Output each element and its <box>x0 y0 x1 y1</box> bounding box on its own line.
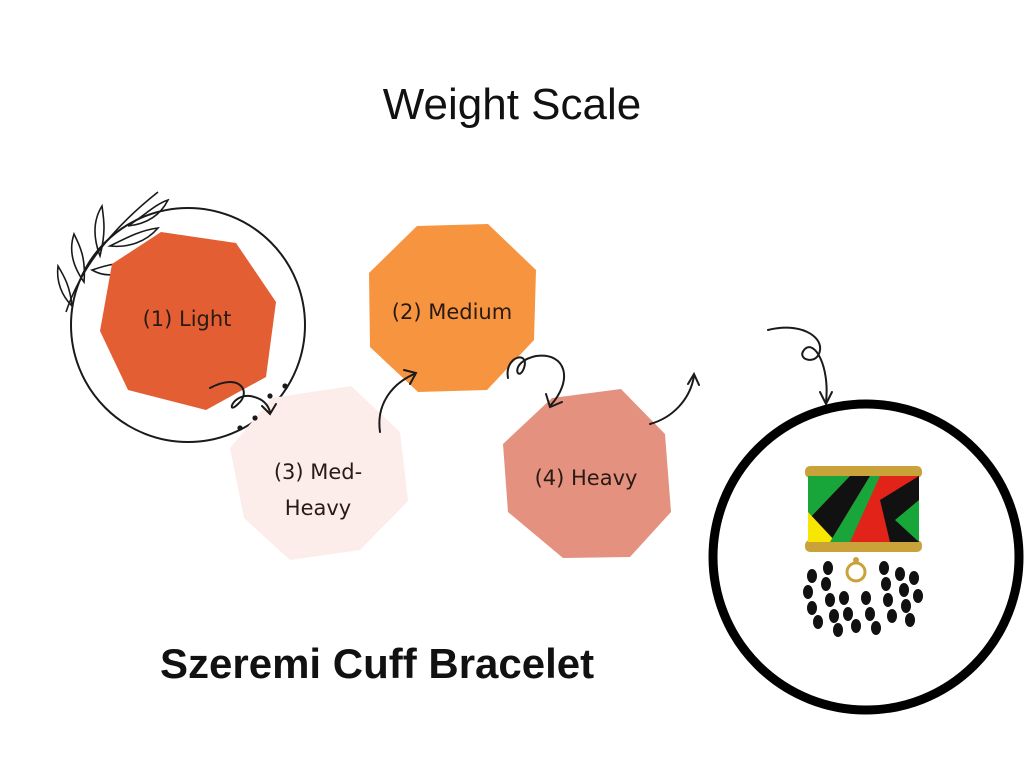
arrowhead-3-icon <box>545 393 563 409</box>
arrow-to-bracelet <box>767 326 828 403</box>
level-2-medium-shape <box>369 224 536 392</box>
arrowhead-4-icon <box>687 371 700 386</box>
product-name: Szeremi Cuff Bracelet <box>160 640 595 687</box>
bracelet-image <box>708 399 1024 715</box>
level-4-label: (4) Heavy <box>535 466 638 490</box>
arrow-medheavy-to-medium <box>378 373 415 433</box>
level-1-light-shape <box>100 232 276 410</box>
level-3-label-line-2: Heavy <box>285 496 351 520</box>
page-title: Weight Scale <box>382 80 642 129</box>
arrowhead-2-icon <box>403 369 418 385</box>
level-3-med-heavy-shape <box>230 386 408 560</box>
arrow-heavy-up <box>649 375 695 425</box>
level-3-label-line-1: (3) Med- <box>274 460 362 484</box>
arrowhead-1-icon <box>261 403 277 416</box>
arrowhead-5-icon <box>819 391 833 407</box>
arrow-light-to-medheavy <box>209 381 271 413</box>
leaf-branch-icon <box>56 191 170 313</box>
bracelet-frame <box>708 399 1024 715</box>
arrow-medium-to-heavy <box>506 354 566 407</box>
level-4-heavy-shape <box>503 389 671 558</box>
dots-decoration <box>237 383 288 431</box>
level-2-label: (2) Medium <box>392 300 512 324</box>
level-1-label: (1) Light <box>143 307 232 331</box>
decorative-ring <box>70 207 306 443</box>
